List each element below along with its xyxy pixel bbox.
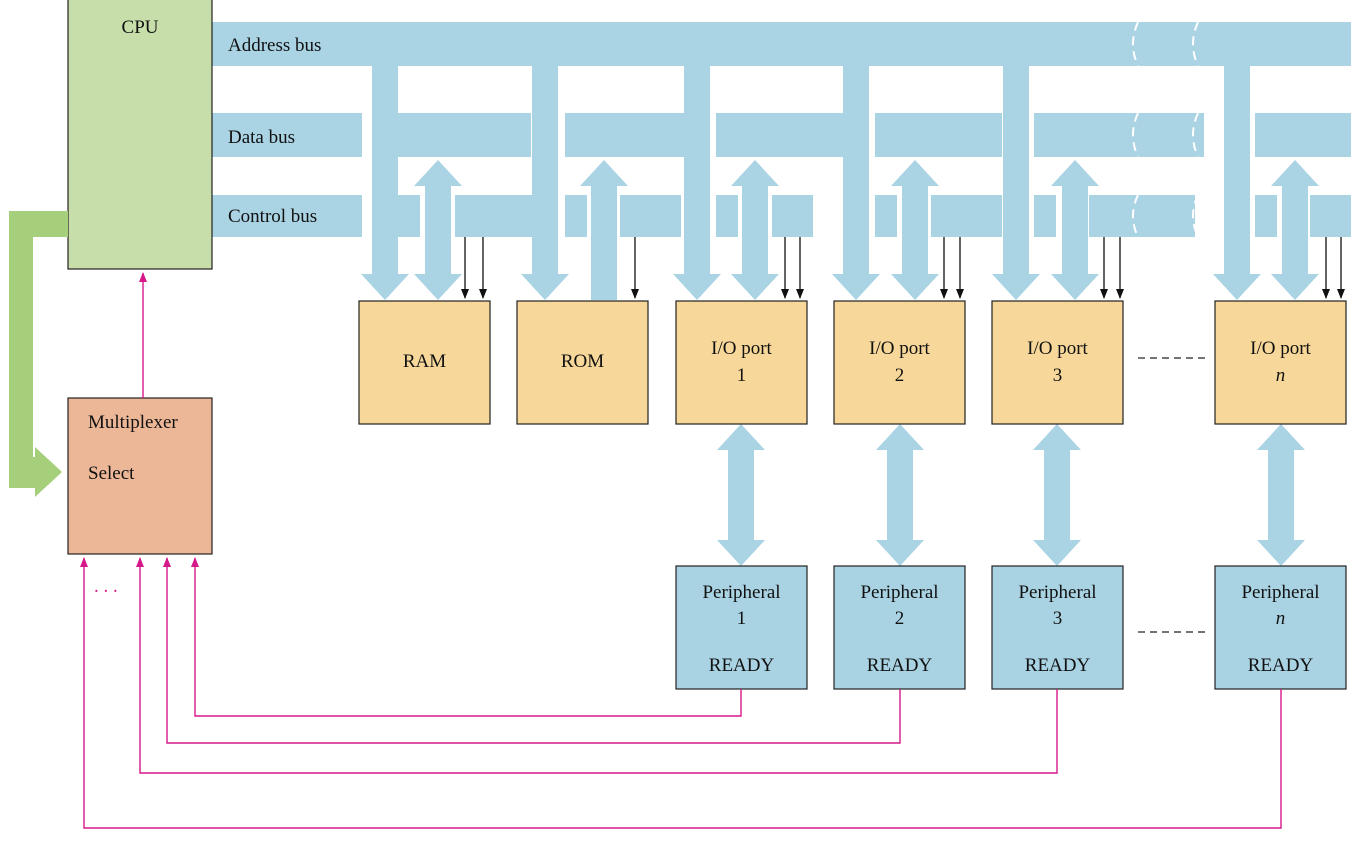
module-number: 3 [1053,365,1063,386]
address-bus-label: Address bus [228,35,321,56]
multiplexer-label: Multiplexer [88,412,178,433]
module-label: I/O port [711,338,772,359]
data-arrow-3 [731,160,779,300]
peripheral-number: 2 [895,608,905,629]
address-arrow-3 [673,66,721,300]
control-bus [212,194,1351,238]
address-bus [212,21,1351,67]
module-label: I/O port [1250,338,1311,359]
module-label: I/O port [869,338,930,359]
cpu-block [67,0,213,270]
address-arrow-6 [1213,66,1261,300]
peripheral-block-1 [675,565,808,690]
port-peripheral-arrow-4 [1257,424,1305,566]
module-number: 2 [895,365,905,386]
data-arrow-2 [580,160,628,300]
module-number: 1 [737,365,747,386]
module-block-1 [358,300,491,425]
module-block-2 [516,300,649,425]
module-block-6 [1214,300,1347,425]
address-arrow-1 [361,66,409,300]
cpu-label: CPU [122,17,159,38]
peripheral-number: 3 [1053,608,1063,629]
ready-lines [80,557,1282,829]
ready-line-4 [80,557,1282,829]
ready-label: READY [1025,655,1091,676]
peripheral-label: Peripheral [702,582,780,603]
module-block-3 [675,300,808,425]
bus-connections [361,66,1345,566]
mux-input-ellipsis: . . . [94,576,118,597]
module-block-5 [991,300,1124,425]
peripheral-label: Peripheral [1018,582,1096,603]
select-path-arrow [9,211,68,497]
module-label: ROM [561,351,604,372]
data-arrow-4 [891,160,939,300]
select-label: Select [88,463,135,484]
ready-line-1 [191,557,742,717]
ready-label: READY [709,655,775,676]
data-arrow-5 [1051,160,1099,300]
module-number: n [1276,365,1286,386]
ready-line-2 [163,557,901,744]
port-peripheral-arrow-1 [717,424,765,566]
data-bus [212,112,1351,158]
ready-line-3 [136,557,1058,774]
peripheral-number: 1 [737,608,747,629]
port-peripheral-arrow-2 [876,424,924,566]
ready-label: READY [867,655,933,676]
data-bus-label: Data bus [228,127,295,148]
address-arrow-4 [832,66,880,300]
modules: RAM ROM I/O port 1 I/O port 2 I/O port 3 I/O por… [358,300,1347,425]
address-arrow-5 [992,66,1040,300]
multiplexer-block [67,397,213,555]
control-bus-label: Control bus [228,206,317,227]
peripheral-label: Peripheral [1241,582,1319,603]
module-label: RAM [403,351,446,372]
address-arrow-2 [521,66,569,300]
port-peripheral-arrow-3 [1033,424,1081,566]
peripheral-number: n [1276,608,1286,629]
data-arrow-1 [414,160,462,300]
peripheral-block-2 [833,565,966,690]
ready-label: READY [1248,655,1314,676]
module-label: I/O port [1027,338,1088,359]
peripheral-label: Peripheral [860,582,938,603]
module-block-4 [833,300,966,425]
data-arrow-6 [1271,160,1319,300]
